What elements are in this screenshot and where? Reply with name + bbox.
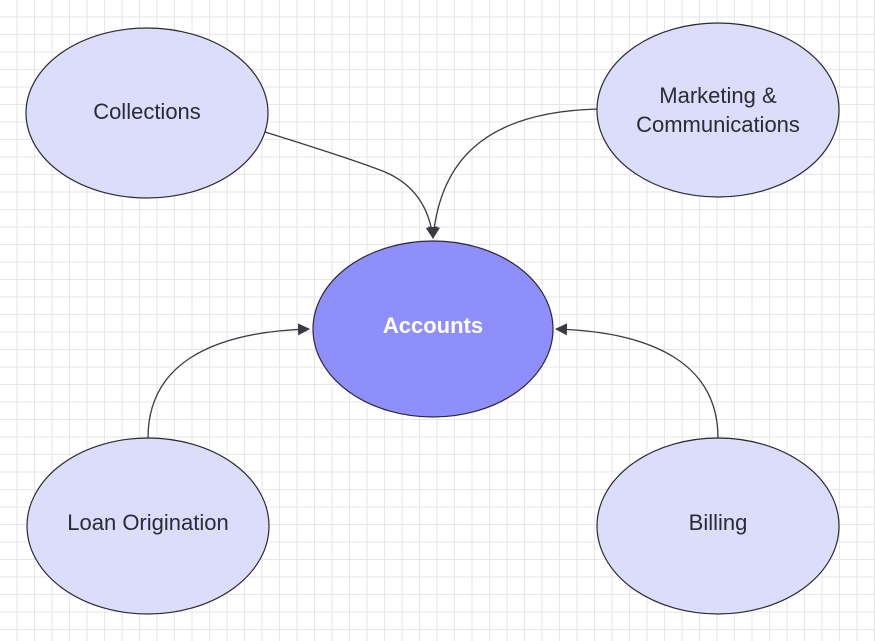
node-marketing-label-line-1: Marketing & [659,83,777,108]
node-loan-origination[interactable]: Loan Origination [26,437,270,615]
node-loan-origination-label: Loan Origination [67,510,228,535]
node-marketing-shape [596,22,840,198]
node-collections-shape [25,27,269,199]
node-accounts-label: Accounts [383,313,483,338]
node-marketing[interactable]: Marketing & Communications [596,22,840,198]
node-collections-label: Collections [93,99,201,124]
edge-collections-to-accounts [264,131,438,239]
node-collections[interactable]: Collections [25,27,269,199]
node-billing-shape [596,437,840,615]
edge-marketing-to-accounts [428,108,599,239]
node-loan-origination-shape [26,437,270,615]
edge-billing-to-accounts [555,323,719,439]
node-marketing-label-line-2: Communications [636,112,800,137]
node-billing[interactable]: Billing [596,437,840,615]
node-accounts-shape [312,240,554,418]
node-accounts[interactable]: Accounts [312,240,554,418]
edge-loan-to-accounts [147,323,310,439]
node-billing-label: Billing [689,510,748,535]
